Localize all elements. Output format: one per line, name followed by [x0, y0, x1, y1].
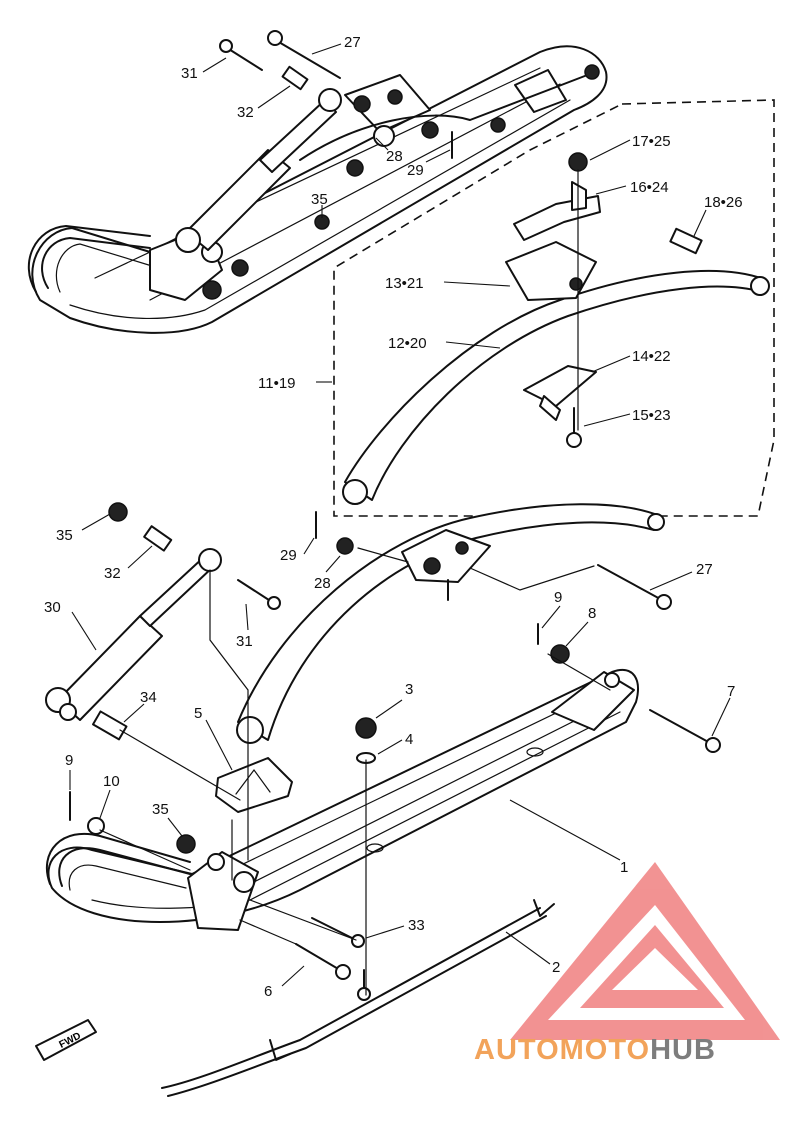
- spring-group: [342, 152, 770, 505]
- callout-29a: 29: [407, 162, 424, 179]
- bolt-31b: [237, 579, 273, 603]
- sleeve-32b: [143, 525, 173, 552]
- callout-27a: 27: [344, 34, 361, 51]
- callout-3: 3: [405, 681, 413, 698]
- nut-3: [355, 717, 377, 739]
- callout-4: 4: [405, 731, 413, 748]
- callout-15-23: 15•23: [632, 407, 671, 424]
- nut-35c: [176, 834, 196, 854]
- nut-17: [568, 152, 588, 172]
- callout-5: 5: [194, 705, 202, 722]
- bolt-27b: [597, 564, 663, 601]
- upper-shock: [185, 149, 291, 251]
- watermark-logo: [510, 862, 780, 1040]
- nut-35b: [108, 502, 128, 522]
- callout-35a: 35: [311, 191, 328, 208]
- sleeve-34: [92, 710, 128, 741]
- callout-8: 8: [588, 605, 596, 622]
- brand-hub: HUB: [650, 1034, 716, 1066]
- callout-17-25: 17•25: [632, 133, 671, 150]
- callout-1: 1: [620, 859, 628, 876]
- callout-11-19: 11•19: [258, 375, 296, 392]
- callout-27b: 27: [696, 561, 713, 578]
- callout-29b: 29: [280, 547, 297, 564]
- washer-10: [87, 817, 105, 835]
- nut-28b: [336, 537, 354, 555]
- callout-33: 33: [408, 917, 425, 934]
- upper-ski-loop: [27, 225, 151, 293]
- wear-bar: [161, 907, 541, 1089]
- callout-16-24: 16•24: [630, 179, 669, 196]
- callout-35b: 35: [56, 527, 73, 544]
- lower-assembly: [45, 502, 721, 1097]
- upper-ski-assembly: [27, 30, 608, 334]
- plate-14: [523, 365, 597, 407]
- callout-labels: 27 31 32 28 29 35 17•25 16•24 18•26 13•2…: [44, 34, 743, 1000]
- callout-34: 34: [140, 689, 157, 706]
- bolt-33: [311, 917, 357, 941]
- callout-35c: 35: [152, 801, 169, 818]
- callout-32a: 32: [237, 104, 254, 121]
- watermark-brand-text: AUTOMOTOHUB: [474, 1034, 716, 1067]
- callout-9a: 9: [554, 589, 562, 606]
- callout-14-22: 14•22: [632, 348, 671, 365]
- callout-18-26: 18•26: [704, 194, 743, 211]
- callout-2: 2: [552, 959, 560, 976]
- leader-lines: [69, 43, 731, 987]
- fwd-badge: FWD: [35, 1019, 97, 1061]
- callout-10: 10: [103, 773, 120, 790]
- bracket-16: [513, 195, 601, 241]
- callout-32b: 32: [104, 565, 121, 582]
- lower-ski-body: [47, 669, 639, 923]
- sleeve-32a: [281, 65, 309, 91]
- brand-moto: MOTO: [559, 1034, 651, 1066]
- callout-31a: 31: [181, 65, 198, 82]
- callout-9b: 9: [65, 752, 73, 769]
- callout-7: 7: [727, 683, 735, 700]
- bolt-7: [649, 709, 713, 745]
- callout-6: 6: [264, 983, 272, 1000]
- callout-28a: 28: [386, 148, 403, 165]
- callout-28b: 28: [314, 575, 331, 592]
- plate-13: [505, 241, 597, 301]
- lower-ski-loop: [45, 832, 191, 885]
- callout-12-20: 12•20: [388, 335, 427, 352]
- bolt-27a: [271, 37, 341, 79]
- callout-13-21: 13•21: [385, 275, 424, 292]
- callout-31b: 31: [236, 633, 253, 650]
- saddle-5: [215, 757, 293, 813]
- brand-auto: AUTO: [474, 1034, 560, 1066]
- bushing-18: [669, 227, 703, 255]
- bolt-6: [295, 943, 341, 971]
- callout-30: 30: [44, 599, 61, 616]
